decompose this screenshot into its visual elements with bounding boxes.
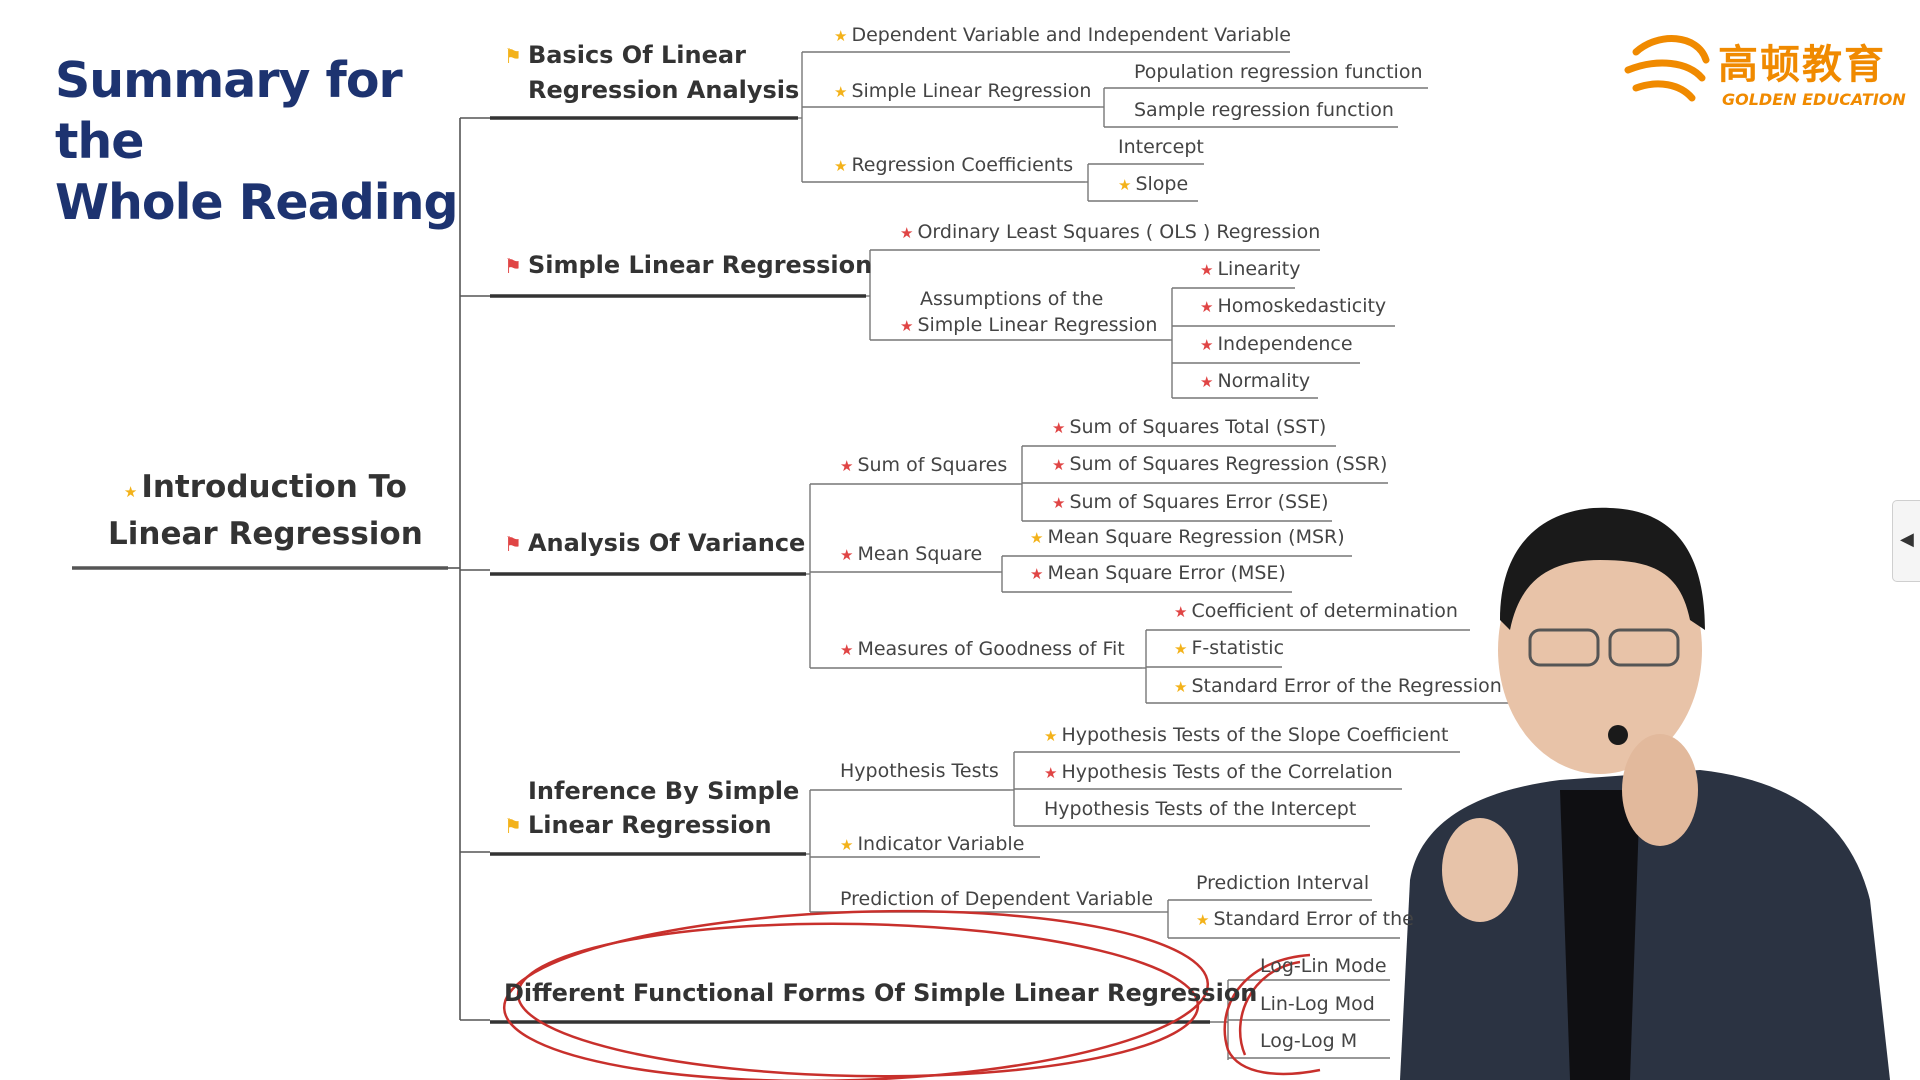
star-icon: ★ xyxy=(840,457,854,475)
star-icon: ★ xyxy=(1052,494,1066,512)
root-node[interactable]: ★Introduction To Linear Regression xyxy=(108,466,423,555)
star-icon: ★ xyxy=(1200,373,1214,391)
flag-icon: ⚑ xyxy=(504,814,522,838)
flag-icon: ⚑ xyxy=(504,44,522,68)
star-icon: ★ xyxy=(1174,678,1188,696)
logo-icon xyxy=(1624,35,1710,102)
node-sum-of-squares[interactable]: ★Sum of Squares xyxy=(840,454,1008,476)
node-slope[interactable]: ★Slope xyxy=(1118,173,1189,195)
star-icon: ★ xyxy=(1052,456,1066,474)
flag-icon: ⚑ xyxy=(504,532,522,556)
node-standard-error[interactable]: ★Standard Error of the xyxy=(1196,908,1414,930)
node-prediction-interval[interactable]: Prediction Interval xyxy=(1196,872,1370,894)
node-coefficients[interactable]: ★Regression Coefficients xyxy=(834,154,1074,176)
star-icon: ★ xyxy=(900,317,914,335)
node-prediction[interactable]: Prediction of Dependent Variable xyxy=(840,888,1154,910)
branch-slr[interactable]: ⚑Simple Linear Regression xyxy=(504,251,873,279)
node-slope-test[interactable]: ★Hypothesis Tests of the Slope Coefficie… xyxy=(1044,724,1449,746)
node-mean-square[interactable]: ★Mean Square xyxy=(840,543,983,565)
node-dep-indep[interactable]: ★Dependent Variable and Independent Vari… xyxy=(834,24,1291,46)
root-line-2: Linear Regression xyxy=(108,516,423,552)
star-icon: ★ xyxy=(840,641,854,659)
branch-inference[interactable]: Inference By Simple ⚑Linear Regression xyxy=(504,777,800,839)
star-icon: ★ xyxy=(1030,529,1044,547)
slide-title: Summary for the Whole Reading xyxy=(55,50,475,233)
node-hypothesis-tests[interactable]: Hypothesis Tests xyxy=(840,760,999,782)
star-icon: ★ xyxy=(1200,336,1214,354)
node-normality[interactable]: ★Normality xyxy=(1200,370,1311,392)
star-icon: ★ xyxy=(834,27,848,45)
node-sample-func[interactable]: Sample regression function xyxy=(1134,99,1394,121)
star-icon: ★ xyxy=(123,483,138,501)
flag-icon: ⚑ xyxy=(504,254,522,278)
node-intercept[interactable]: Intercept xyxy=(1118,136,1204,158)
star-icon: ★ xyxy=(1030,565,1044,583)
node-independence[interactable]: ★Independence xyxy=(1200,333,1353,355)
star-icon: ★ xyxy=(840,836,854,854)
star-icon: ★ xyxy=(900,224,914,242)
node-homoskedasticity[interactable]: ★Homoskedasticity xyxy=(1200,295,1387,317)
star-icon: ★ xyxy=(1196,911,1210,929)
title-line-2: Whole Reading xyxy=(55,174,459,231)
star-icon: ★ xyxy=(1174,603,1188,621)
node-assumptions[interactable]: Assumptions of the ★Simple Linear Regres… xyxy=(900,288,1158,336)
node-f-statistic[interactable]: ★F-statistic xyxy=(1174,637,1285,659)
star-icon: ★ xyxy=(1044,764,1058,782)
node-see[interactable]: ★Standard Error of the Regression xyxy=(1174,675,1502,697)
node-log-log[interactable]: Log-Log M xyxy=(1260,1030,1358,1052)
title-line-1: Summary for the xyxy=(55,52,403,170)
root-line-1: ★Introduction To xyxy=(123,469,407,505)
star-icon: ★ xyxy=(834,157,848,175)
node-ssr[interactable]: ★Sum of Squares Regression (SSR) xyxy=(1052,453,1388,475)
star-icon: ★ xyxy=(1200,298,1214,316)
logo-chinese-text: 高顿教育 xyxy=(1718,42,1886,88)
star-icon: ★ xyxy=(1052,419,1066,437)
star-icon: ★ xyxy=(1044,727,1058,745)
logo-english-text: GOLDEN EDUCATION xyxy=(1722,90,1906,109)
node-lin-log[interactable]: Lin-Log Mod xyxy=(1260,993,1375,1015)
node-pop-func[interactable]: Population regression function xyxy=(1134,61,1423,83)
presenter-video xyxy=(1400,507,1890,1080)
side-panel-toggle[interactable]: ◀ xyxy=(1892,500,1920,582)
node-indicator-variable[interactable]: ★Indicator Variable xyxy=(840,833,1025,855)
node-correlation-test[interactable]: ★Hypothesis Tests of the Correlation xyxy=(1044,761,1393,783)
node-slr-basics[interactable]: ★Simple Linear Regression xyxy=(834,80,1092,102)
node-coef-determination[interactable]: ★Coefficient of determination xyxy=(1174,600,1458,622)
star-icon: ★ xyxy=(1174,640,1188,658)
node-sst[interactable]: ★Sum of Squares Total (SST) xyxy=(1052,416,1327,438)
golden-education-logo: 高顿教育 GOLDEN EDUCATION xyxy=(1618,22,1908,122)
node-mse[interactable]: ★Mean Square Error (MSE) xyxy=(1030,562,1286,584)
node-msr[interactable]: ★Mean Square Regression (MSR) xyxy=(1030,526,1345,548)
star-icon: ★ xyxy=(840,546,854,564)
node-sse[interactable]: ★Sum of Squares Error (SSE) xyxy=(1052,491,1329,513)
star-icon: ★ xyxy=(1200,261,1214,279)
node-ols[interactable]: ★Ordinary Least Squares ( OLS ) Regressi… xyxy=(900,221,1321,243)
branch-functional-forms[interactable]: Different Functional Forms Of Simple Lin… xyxy=(504,979,1258,1007)
node-intercept-test[interactable]: Hypothesis Tests of the Intercept xyxy=(1044,798,1357,820)
node-goodness-of-fit[interactable]: ★Measures of Goodness of Fit xyxy=(840,638,1125,660)
node-log-lin[interactable]: Log-Lin Mode xyxy=(1260,955,1387,977)
branch-basics[interactable]: ⚑Basics Of Linear Regression Analysis xyxy=(504,41,800,104)
branch-anova[interactable]: ⚑Analysis Of Variance xyxy=(504,529,806,557)
star-icon: ★ xyxy=(834,83,848,101)
star-icon: ★ xyxy=(1118,176,1132,194)
node-linearity[interactable]: ★Linearity xyxy=(1200,258,1301,280)
collapse-arrow-icon: ◀ xyxy=(1900,529,1914,550)
